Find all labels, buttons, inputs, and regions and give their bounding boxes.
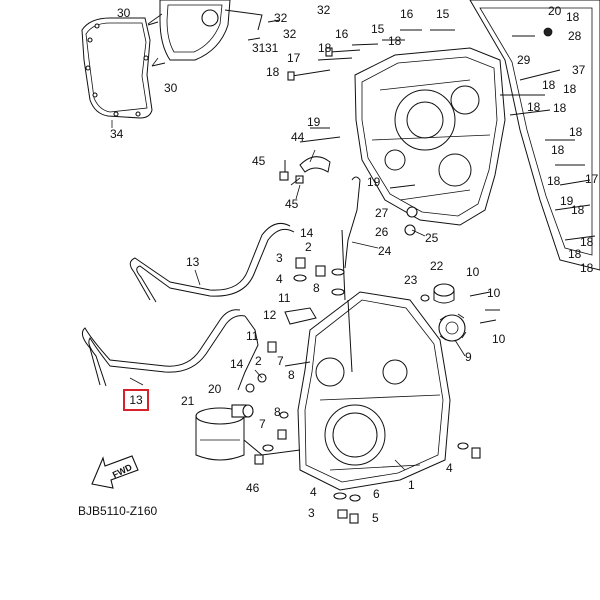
upper-crankcase-drawing bbox=[354, 47, 506, 226]
callout-45-b[interactable]: 45 bbox=[285, 197, 299, 211]
leader-lines bbox=[111, 13, 466, 471]
callout-31-a[interactable]: 31 bbox=[252, 41, 266, 55]
highlighted-callout-13[interactable]: 13 bbox=[123, 389, 149, 411]
callout-32-b[interactable]: 32 bbox=[317, 3, 331, 17]
callout-7-b[interactable]: 7 bbox=[259, 417, 266, 431]
callout-2-a[interactable]: 2 bbox=[305, 240, 312, 254]
callout-15-b[interactable]: 15 bbox=[436, 7, 450, 21]
callout-14-b[interactable]: 14 bbox=[230, 357, 244, 371]
callout-20-b[interactable]: 20 bbox=[208, 382, 222, 396]
callout-9[interactable]: 9 bbox=[465, 350, 472, 364]
callout-3-a[interactable]: 3 bbox=[276, 251, 283, 265]
callout-17-a[interactable]: 17 bbox=[287, 51, 301, 65]
hose-lower-drawing bbox=[81, 309, 259, 391]
callout-18-n[interactable]: 18 bbox=[547, 174, 561, 188]
callout-30-b[interactable]: 30 bbox=[164, 81, 178, 95]
gasket-drawing bbox=[81, 17, 153, 119]
callout-1[interactable]: 1 bbox=[408, 478, 415, 492]
callout-27[interactable]: 27 bbox=[375, 206, 389, 220]
callout-18-o[interactable]: 18 bbox=[580, 261, 594, 275]
callout-29[interactable]: 29 bbox=[517, 53, 531, 67]
callout-17-b[interactable]: 17 bbox=[585, 172, 599, 186]
callout-14-a[interactable]: 14 bbox=[300, 226, 314, 240]
callout-18-d[interactable]: 18 bbox=[566, 10, 580, 24]
callout-30-a[interactable]: 30 bbox=[117, 6, 131, 20]
callout-18-m[interactable]: 18 bbox=[580, 235, 594, 249]
callout-8-a[interactable]: 8 bbox=[313, 281, 320, 295]
callout-18-e[interactable]: 18 bbox=[542, 78, 556, 92]
callout-10-a[interactable]: 10 bbox=[466, 265, 480, 279]
callout-21[interactable]: 21 bbox=[181, 394, 195, 408]
callout-44[interactable]: 44 bbox=[291, 130, 305, 144]
callout-28[interactable]: 28 bbox=[568, 29, 582, 43]
callout-18-j[interactable]: 18 bbox=[551, 143, 565, 157]
callout-32-a[interactable]: 32 bbox=[283, 27, 297, 41]
callout-11-b[interactable]: 11 bbox=[246, 329, 259, 343]
oil-pump-drawing bbox=[420, 283, 500, 342]
callout-18-a[interactable]: 18 bbox=[266, 65, 280, 79]
callout-5[interactable]: 5 bbox=[372, 511, 379, 525]
fwd-arrow-icon bbox=[91, 455, 139, 489]
lower-bolts-drawing bbox=[254, 411, 481, 524]
callout-10-b[interactable]: 10 bbox=[487, 286, 501, 300]
callout-13-a[interactable]: 13 bbox=[186, 255, 200, 269]
right-housing-drawing bbox=[469, 0, 600, 271]
callout-4-c[interactable]: 4 bbox=[310, 485, 317, 499]
callout-11-a[interactable]: 11 bbox=[278, 291, 291, 305]
callout-4-b[interactable]: 4 bbox=[446, 461, 453, 475]
callout-19-c[interactable]: 19 bbox=[560, 194, 574, 208]
lower-crankcase-drawing bbox=[297, 291, 451, 491]
callout-45-a[interactable]: 45 bbox=[252, 154, 266, 168]
callout-6[interactable]: 6 bbox=[373, 487, 380, 501]
callout-15-a[interactable]: 15 bbox=[371, 22, 385, 36]
callout-7-a[interactable]: 7 bbox=[277, 354, 284, 368]
callout-20-a[interactable]: 20 bbox=[548, 4, 562, 18]
callout-19-b[interactable]: 19 bbox=[367, 175, 381, 189]
bolt-set-drawing bbox=[147, 19, 596, 241]
callout-4-a[interactable]: 4 bbox=[276, 272, 283, 286]
callout-34[interactable]: 34 bbox=[110, 127, 124, 141]
callout-labels: 30 31 32 32 31 32 30 18 16 15 16 18 15 1… bbox=[110, 3, 599, 525]
dipstick-drawing bbox=[341, 176, 361, 301]
callout-25[interactable]: 25 bbox=[425, 231, 439, 245]
callout-2-b[interactable]: 2 bbox=[255, 354, 262, 368]
callout-16-b[interactable]: 16 bbox=[400, 7, 414, 21]
callout-10-c[interactable]: 10 bbox=[492, 332, 506, 346]
callout-22[interactable]: 22 bbox=[430, 259, 444, 273]
callout-3-b[interactable]: 3 bbox=[308, 506, 315, 520]
callout-31-b[interactable]: 31 bbox=[265, 41, 279, 55]
callout-12[interactable]: 12 bbox=[263, 308, 277, 322]
callout-18-f[interactable]: 18 bbox=[527, 100, 541, 114]
callout-16-a[interactable]: 16 bbox=[335, 27, 349, 41]
callout-18-b[interactable]: 18 bbox=[318, 41, 332, 55]
callout-19-a[interactable]: 19 bbox=[307, 115, 321, 129]
callout-23[interactable]: 23 bbox=[404, 273, 418, 287]
callout-18-c[interactable]: 18 bbox=[388, 34, 402, 48]
clutch-cover-drawing bbox=[159, 0, 263, 61]
callout-32-c[interactable]: 32 bbox=[274, 11, 288, 25]
callout-8-b[interactable]: 8 bbox=[288, 368, 295, 382]
callout-18-h[interactable]: 18 bbox=[563, 82, 577, 96]
callout-37[interactable]: 37 bbox=[572, 63, 586, 77]
hose-upper-drawing bbox=[129, 223, 295, 303]
bracket-drawing bbox=[279, 156, 331, 184]
diagram-code: BJB5110-Z160 bbox=[78, 504, 158, 518]
callout-18-i[interactable]: 18 bbox=[553, 101, 567, 115]
callout-18-l[interactable]: 18 bbox=[568, 247, 582, 261]
callout-8-c[interactable]: 8 bbox=[274, 405, 281, 419]
callout-26[interactable]: 26 bbox=[375, 225, 389, 239]
callout-18-k[interactable]: 18 bbox=[571, 203, 585, 217]
callout-46[interactable]: 46 bbox=[246, 481, 260, 495]
fittings-drawing bbox=[245, 257, 345, 393]
callout-18-g[interactable]: 18 bbox=[569, 125, 583, 139]
callout-24[interactable]: 24 bbox=[378, 244, 392, 258]
